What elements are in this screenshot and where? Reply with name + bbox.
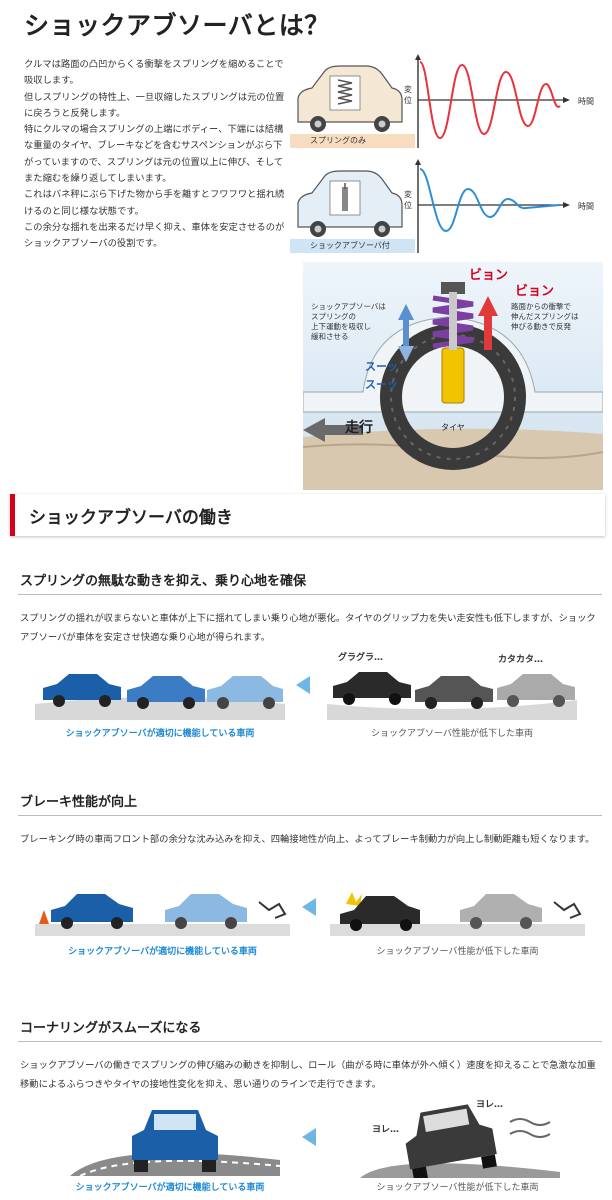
divider bbox=[18, 1041, 602, 1042]
graph-spring-only: スプリングのみ 変位 時間 bbox=[290, 50, 602, 150]
brake-foot-icon bbox=[553, 901, 582, 919]
left-note: ショックアブソーバは スプリングの 上下運動を吸収し 緩和させる bbox=[311, 302, 386, 341]
car-blue-2 bbox=[127, 676, 205, 709]
arrow-left-icon bbox=[296, 676, 310, 694]
block3-bad-car bbox=[360, 1092, 560, 1181]
brake-foot-icon bbox=[258, 901, 287, 919]
block1-good-caption: ショックアブソーバが適切に機能している車両 bbox=[65, 729, 255, 739]
bion-text-2: ビョン bbox=[515, 284, 555, 299]
block2-text: ブレーキング時の車両フロント部の余分な沈み込みを抑え、四輪接地性が向上、よってブ… bbox=[20, 834, 595, 845]
sound-text: スーッ スーッ bbox=[365, 360, 398, 391]
sfx-kata: カタカタ… bbox=[498, 655, 544, 665]
block1-bad-caption: ショックアブソーバ性能が低下した車両 bbox=[371, 729, 533, 739]
block1-text: スプリングの揺れが収まらないと車体が上下に揺れてしまい乗り心地が悪化。タイヤのグ… bbox=[20, 613, 596, 643]
wobble-icon bbox=[509, 1118, 551, 1138]
graph1-strip-label: スプリングのみ bbox=[310, 136, 366, 145]
spring-only-illustration bbox=[290, 54, 570, 148]
sfx-yore-1: ヨレ… bbox=[372, 1125, 400, 1135]
graph1-xlabel: 時間 bbox=[578, 97, 594, 106]
right-note: 路面からの衝撃で 伸んだスプリングは 伸びる動きで反発 bbox=[511, 302, 579, 331]
intro-paragraph: 特にクルマの場合スプリングの上端にボディー、下端には結構な重量のタイヤ、ブレーキ… bbox=[24, 124, 284, 185]
block3-bad-caption: ショックアブソーバ性能が低下した車両 bbox=[376, 1183, 539, 1193]
suspension-illustration: ショックアブソーバは スプリングの 上下運動を吸収し 緩和させる 路面からの衝撃… bbox=[303, 262, 603, 490]
car-blue-3 bbox=[207, 676, 283, 709]
section-title: ショックアブソーバの働き bbox=[29, 508, 233, 528]
graph2-xlabel: 時間 bbox=[578, 202, 594, 211]
section-header: ショックアブソーバの働き bbox=[10, 494, 605, 536]
block2-bad-cars bbox=[330, 880, 585, 936]
divider bbox=[18, 594, 602, 595]
impact-icon bbox=[346, 892, 362, 906]
suspension-diagram bbox=[303, 262, 603, 490]
cone-icon bbox=[39, 910, 49, 924]
graph1-ylabel: 変位 bbox=[404, 85, 412, 105]
intro-paragraph: この余分な揺れを出来るだけ早く抑え、車体を安定させるのがショックアブソーバの役割… bbox=[24, 221, 285, 250]
car-dark-2 bbox=[415, 676, 493, 709]
block1-bad-cars bbox=[327, 660, 577, 720]
car-front-dark bbox=[405, 1104, 497, 1181]
block3-heading: コーナリングがスムーズになる bbox=[20, 1021, 202, 1036]
car-blue-brake bbox=[51, 894, 133, 929]
sfx-yore-2: ヨレ… bbox=[476, 1100, 504, 1110]
intro-paragraph: これはバネ秤にぶら下げた物から手を離すとフワフワと揺れ続けるのと同じ様な状態です… bbox=[24, 189, 285, 217]
arrow-left-icon bbox=[302, 898, 316, 916]
graph2-strip-label: ショックアブソーバ付 bbox=[310, 241, 390, 250]
car-blue-1 bbox=[43, 674, 121, 707]
drive-label: 走行 bbox=[345, 420, 373, 436]
car-dark-1 bbox=[333, 672, 411, 705]
tire-label: タイヤ bbox=[441, 423, 465, 432]
graph2-ylabel: 変位 bbox=[404, 190, 412, 210]
car-grey bbox=[460, 894, 542, 929]
strip-bg bbox=[290, 239, 415, 253]
strip-bg bbox=[290, 134, 415, 148]
intro-paragraph: 但しスプリングの特性上、一旦収縮したスプリングは元の位置に戻ろうと反発します。 bbox=[24, 91, 285, 119]
page-title: ショックアブソーバとは？ bbox=[24, 11, 330, 40]
car-shock-icon bbox=[297, 170, 403, 237]
arrow-left-icon bbox=[302, 1128, 316, 1146]
block3-good-car bbox=[70, 1100, 281, 1177]
block3-good-caption: ショックアブソーバが適切に機能している車両 bbox=[75, 1183, 265, 1193]
block2-bad-caption: ショックアブソーバ性能が低下した車両 bbox=[376, 947, 539, 957]
block1-good-cars bbox=[35, 660, 285, 720]
block2-good-caption: ショックアブソーバが適切に機能している車両 bbox=[68, 947, 257, 957]
intro-text: クルマは路面の凸凹からくる衝撃をスプリングを縮めることで吸収します。 但しスプリ… bbox=[24, 57, 286, 253]
sfx-gura: グラグラ… bbox=[338, 653, 384, 663]
bion-text-1: ビョン bbox=[469, 268, 509, 283]
divider bbox=[18, 815, 602, 816]
car-dark-3 bbox=[497, 674, 575, 707]
intro-paragraph: クルマは路面の凸凹からくる衝撃をスプリングを縮めることで吸収します。 bbox=[24, 59, 284, 87]
graph-with-shock: ショックアブソーバ付 変位 時間 bbox=[290, 155, 602, 255]
block2-heading: ブレーキ性能が向上 bbox=[20, 795, 138, 810]
block2-good-cars bbox=[35, 880, 290, 936]
block3-text: ショックアブソーバの働きでスプリングの伸び縮みの動きを抑制し、ロール（曲がる時に… bbox=[20, 1060, 596, 1090]
car-light-blue bbox=[165, 894, 247, 929]
car-front-blue bbox=[132, 1110, 218, 1172]
with-shock-illustration bbox=[290, 159, 570, 253]
car-spring-icon bbox=[297, 65, 403, 132]
block1-heading: スプリングの無駄な動きを抑え、乗り心地を確保 bbox=[20, 574, 307, 589]
car-dark-brake bbox=[340, 896, 420, 931]
